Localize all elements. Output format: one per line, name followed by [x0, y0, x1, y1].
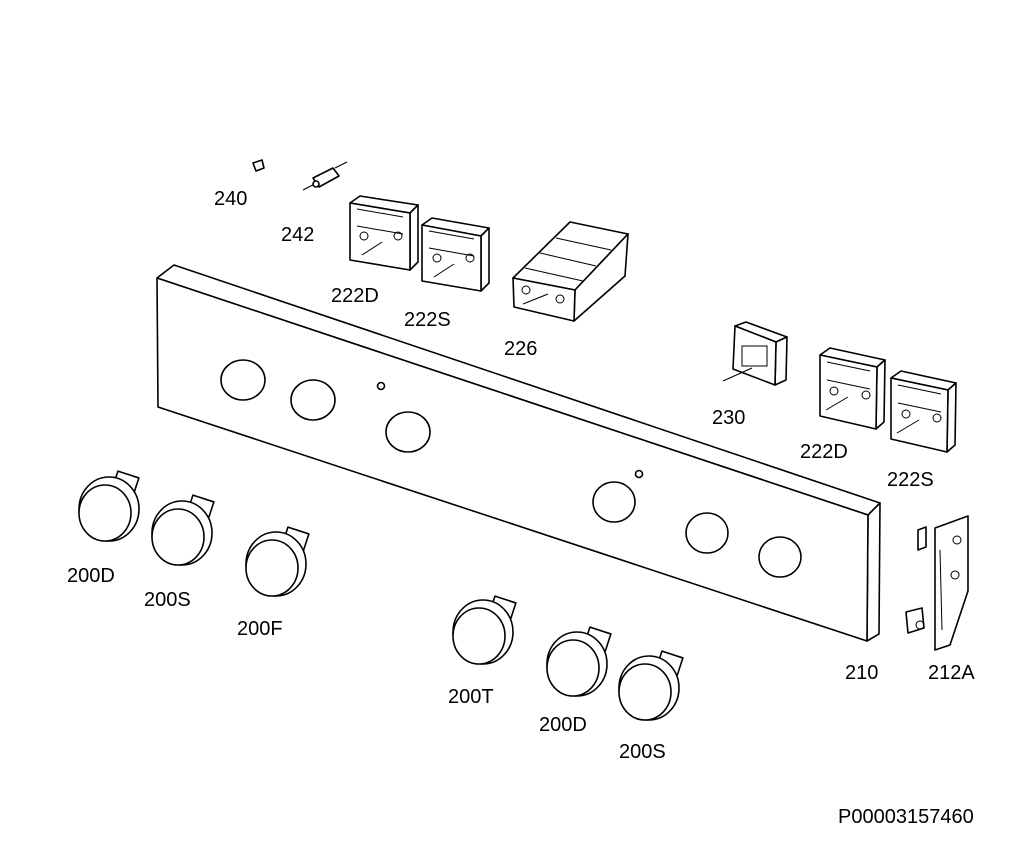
selector-switch-226	[512, 221, 629, 322]
part-label-200f: 200F	[237, 618, 283, 640]
knob-hole	[592, 481, 636, 523]
energy-regulator-222d-right	[819, 347, 886, 430]
knob-hole	[385, 411, 431, 453]
knob-hole	[220, 359, 266, 401]
energy-regulator-222s-right	[890, 370, 957, 453]
drawing-id: P00003157460	[838, 806, 974, 828]
clip-240	[252, 159, 265, 172]
part-label-200t: 200T	[448, 686, 494, 708]
part-label-212a: 212A	[928, 662, 975, 684]
energy-regulator-222s-top	[421, 217, 490, 292]
part-label-200s-left: 200S	[144, 589, 191, 611]
part-label-222d-top: 222D	[331, 285, 379, 307]
knob-200t	[452, 595, 517, 665]
part-label-230: 230	[712, 407, 746, 429]
knob-200d-left	[78, 470, 140, 542]
part-label-240: 240	[214, 188, 248, 210]
knob-200f	[245, 526, 310, 597]
switch-230	[722, 321, 788, 386]
part-label-242: 242	[281, 224, 315, 246]
part-label-200d-left: 200D	[67, 565, 115, 587]
part-label-200s-mid: 200S	[619, 741, 666, 763]
bracket-212a	[905, 515, 969, 651]
knob-hole	[685, 512, 729, 554]
energy-regulator-222d-top	[349, 195, 419, 271]
part-label-210: 210	[845, 662, 879, 684]
part-label-200d-mid: 200D	[539, 714, 587, 736]
indicator-hole	[376, 381, 386, 391]
knob-hole	[758, 536, 802, 578]
lamp-holder-242	[302, 161, 348, 191]
knob-hole	[290, 379, 336, 421]
part-label-222d-right: 222D	[800, 441, 848, 463]
part-label-222s-top: 222S	[404, 309, 451, 331]
knob-200s-left	[151, 494, 215, 566]
knob-200s-mid	[618, 650, 684, 721]
control-panel-210	[156, 264, 881, 642]
part-label-222s-right: 222S	[887, 469, 934, 491]
indicator-hole	[634, 469, 644, 479]
part-label-226: 226	[504, 338, 538, 360]
knob-200d-mid	[546, 626, 612, 697]
